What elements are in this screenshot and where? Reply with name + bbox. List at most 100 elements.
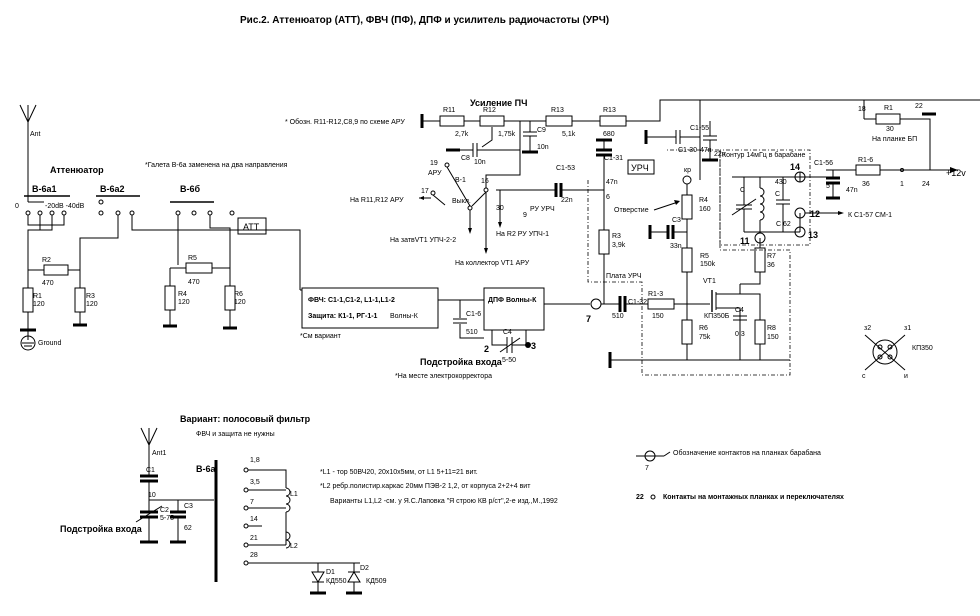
galeta-note: *Галета В-6а заменена на два направления: [145, 162, 288, 169]
resistor-r3: [74, 287, 86, 313]
resistor-r4: [164, 285, 176, 311]
ground-symbol: [20, 335, 36, 351]
dpf-box: [483, 287, 545, 331]
r2-label: R2: [42, 257, 51, 264]
d2-label: D2: [360, 565, 369, 572]
tune-input-label: Подстройка входа: [420, 357, 503, 367]
n1-label: 1: [900, 181, 904, 188]
fvch-variant: Волны-К: [390, 313, 419, 320]
ru-urch-label: РУ УРЧ: [530, 206, 555, 213]
coil-kontur: [759, 187, 765, 221]
r2-value: 470: [42, 280, 54, 287]
legend-contact-text: Обозначение контактов на планках барабан…: [673, 449, 821, 457]
power-section: 18 R1 30 На планке БП 22 Контур 14мГц в …: [719, 100, 966, 246]
c1-var-label: С1: [146, 467, 155, 474]
r5b-value: 150k: [700, 261, 716, 268]
r4-value: 120: [178, 299, 190, 306]
c4b-value: 0,3: [735, 331, 745, 338]
n12-label: 12: [810, 209, 820, 219]
legend2-text: Контакты на монтажных планках и переключ…: [663, 494, 844, 501]
c2-var-label: С2: [160, 507, 169, 514]
aru-note: * Обозн. R11-R12,С8,9 по схеме АРУ: [285, 118, 405, 126]
b1-label: В-1: [455, 177, 466, 184]
c8-value: 10n: [474, 159, 486, 166]
ant-label: Ant: [30, 131, 41, 138]
r7-value: 36: [767, 262, 775, 269]
r5-label: R5: [188, 255, 197, 262]
otverstie-label: Отверстие: [614, 207, 649, 214]
to-gate-label: На затвVT1 УПЧ-2-2: [390, 237, 456, 244]
r11-label: R11: [443, 107, 455, 114]
c131-label: С1-31: [604, 155, 623, 162]
n11-label: 11: [740, 236, 750, 246]
coil-l2: [285, 531, 291, 549]
to-coll-label: На коллектор VT1 АРУ: [455, 260, 530, 267]
l1-label: L1: [290, 491, 298, 498]
r3b-value: 3,9k: [612, 242, 626, 249]
resistor-r12: [479, 115, 505, 127]
pos7-label: 7: [250, 499, 254, 506]
c16-label: С1-6: [466, 311, 481, 318]
c8-label: С8: [461, 155, 470, 162]
fvch-box: [301, 287, 439, 329]
pos21-label: 21: [250, 535, 258, 542]
kontur-label: Контур 14мГц в барабане: [722, 151, 806, 159]
kp350b-label: КП350Б: [704, 313, 730, 320]
aru-switch-label: АРУ: [428, 170, 442, 177]
l2-label: L2: [290, 543, 298, 550]
r5-value: 470: [188, 279, 200, 286]
c-fixed-label: С: [775, 191, 780, 198]
r16-value: 36: [862, 181, 870, 188]
kr-label: кр: [684, 167, 691, 174]
pos0-label: 0: [15, 203, 19, 210]
r12-value: 1,75k: [498, 131, 516, 138]
d1-value: КД550: [326, 578, 347, 585]
c3-var-label: С3: [184, 503, 193, 510]
ant1-label: Ant1: [152, 450, 167, 457]
r4b-label: R4: [699, 197, 708, 204]
r6b-value: 75k: [699, 334, 711, 341]
pin-s-label: с: [862, 373, 866, 380]
r3-value: 120: [86, 301, 98, 308]
r13a-label: R13: [551, 107, 564, 114]
resistor-r5b: [681, 247, 693, 273]
note-l1: *L1 - тор 50ВЧ20, 20х10х5мм, от L1 5+11=…: [320, 469, 478, 476]
c16-value: 510: [466, 329, 478, 336]
urch-box: [627, 159, 655, 175]
r1top-value: 30: [886, 126, 894, 133]
bp-note: На планке БП: [872, 136, 917, 143]
resistor-r13c: [647, 298, 675, 310]
c2-var-value: 5-75: [160, 515, 174, 522]
d1-label: D1: [326, 569, 335, 576]
att-levels-label: -20dB -40dB: [45, 203, 85, 210]
r5b-label: R5: [700, 253, 709, 260]
r4b-value: 160: [699, 206, 711, 213]
att-box: [237, 217, 267, 235]
c155-value: 22n: [714, 151, 726, 158]
n13-label: 13: [808, 230, 818, 240]
pos18-label: 1,8: [250, 457, 260, 464]
dpf-box-label: ДПФ Волны-К: [488, 297, 537, 304]
r12-label: R12: [483, 107, 496, 114]
r6-label: R6: [234, 291, 243, 298]
resistor-r6: [224, 285, 236, 311]
switch-b6a1-label: В-6а1: [32, 184, 57, 194]
attenuator-title: Аттенюатор: [50, 165, 104, 175]
pos28-label: 28: [250, 552, 258, 559]
vykl-label: Выкл.: [452, 198, 471, 205]
resistor-r16: [855, 164, 881, 176]
variant-section: Вариант: полосовый фильтр ФВЧ и защита н…: [60, 414, 558, 595]
c156-label: С1-56: [814, 160, 833, 167]
r3b-label: R3: [612, 233, 621, 240]
urch-box-label: УРЧ: [631, 163, 649, 173]
resistor-r7: [754, 247, 766, 273]
pin3-label: 3: [531, 341, 536, 351]
pin2-label: 2: [484, 344, 489, 354]
n24-label: 24: [922, 181, 930, 188]
legend-contact-num: 7: [645, 465, 649, 472]
c9-value: 10n: [537, 144, 549, 151]
c3-var-value: 62: [184, 525, 192, 532]
variant-subtitle: ФВЧ и защита не нужны: [196, 431, 275, 438]
c132-value: 510: [612, 313, 624, 320]
c-variable-label: С: [740, 187, 745, 194]
